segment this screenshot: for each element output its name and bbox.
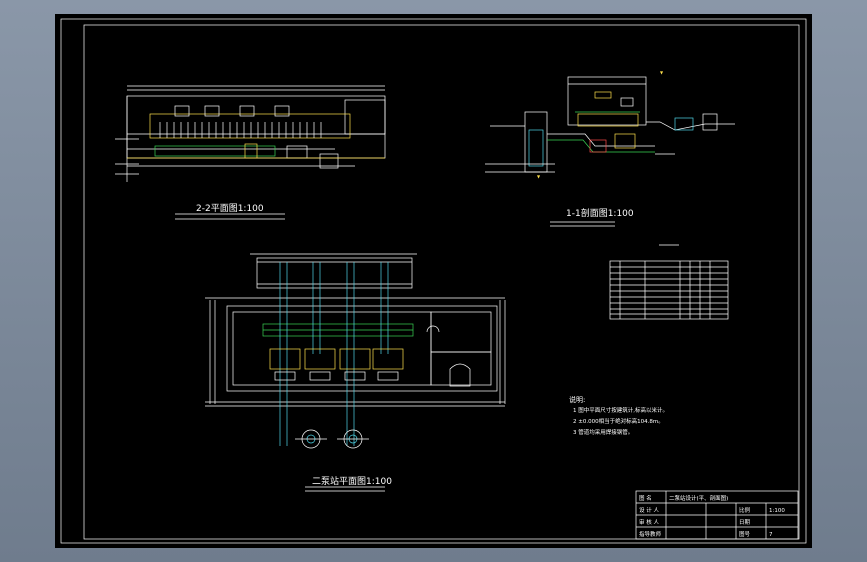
note-item: 1 图中平面尺寸按建筑计,标高以米计。 <box>573 406 668 414</box>
title-block-cell: 指导教师 <box>639 530 662 538</box>
section-2-2-drawing <box>115 85 386 182</box>
title-block-cell: 审 核 人 <box>639 518 659 526</box>
title-block-scale: 1:100 <box>769 508 785 514</box>
drawing-svg: 2-2平面图1:100 ▼ ▼ 1-1剖面图1:100 <box>60 18 807 544</box>
inner-border <box>83 24 800 540</box>
svg-text:▼: ▼ <box>537 174 541 179</box>
notes-block: 说明: 1 图中平面尺寸按建筑计,标高以米计。 2 ±0.000相当于绝对标高1… <box>569 395 668 436</box>
outer-border <box>60 18 807 544</box>
section-1-1-drawing: ▼ ▼ <box>485 70 735 179</box>
title-block-project: 二泵站设计(平、剖面图) <box>669 494 728 502</box>
title-block: 图 名 二泵站设计(平、剖面图) 设 计 人 比例 1:100 审 核 人 日期… <box>635 490 799 540</box>
pump-station-plan-drawing <box>205 253 506 449</box>
title-block-cell: 比例 <box>739 506 751 514</box>
notes-heading: 说明: <box>569 395 585 404</box>
note-item: 3 管道均采用焊接钢管。 <box>573 428 633 436</box>
title-section-1-1: 1-1剖面图1:100 <box>566 207 634 219</box>
cad-drawing-sheet: 2-2平面图1:100 ▼ ▼ 1-1剖面图1:100 <box>55 14 812 548</box>
title-block-cell: 日期 <box>739 519 751 526</box>
note-item: 2 ±0.000相当于绝对标高104.8m。 <box>573 417 664 425</box>
title-block-cell: 图 名 <box>639 494 652 502</box>
title-section-2-2: 2-2平面图1:100 <box>196 203 264 214</box>
svg-text:▼: ▼ <box>660 70 664 75</box>
title-block-sheet: 7 <box>769 532 773 538</box>
title-block-cell: 设 计 人 <box>639 506 659 514</box>
title-block-cell: 图号 <box>739 530 751 538</box>
title-plan: 二泵站平面图1:100 <box>312 475 392 487</box>
equipment-table <box>609 244 729 320</box>
